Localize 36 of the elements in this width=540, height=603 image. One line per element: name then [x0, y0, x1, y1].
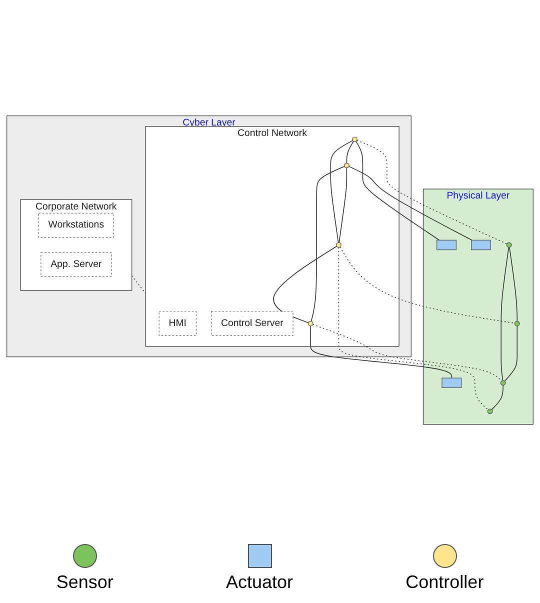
node-circle: [352, 136, 358, 142]
connector: [330, 140, 353, 243]
connector: [338, 246, 489, 410]
connector: [509, 246, 518, 322]
connector: [312, 324, 502, 382]
connector: [310, 326, 452, 378]
connector: [340, 246, 516, 324]
node-circle: [500, 380, 506, 386]
connector: [338, 167, 348, 243]
node-box: App. Server: [40, 252, 112, 277]
connector: [273, 246, 338, 324]
connector: [500, 246, 510, 381]
cluster: Physical Layer: [422, 188, 534, 425]
connector: [356, 140, 508, 244]
node-circle: [487, 408, 493, 414]
connector: [356, 141, 440, 240]
legend-label: Controller: [406, 572, 484, 593]
connector: [504, 326, 518, 382]
node-box: [442, 378, 462, 388]
connector: [348, 166, 472, 240]
connector: [346, 141, 354, 164]
connector: [310, 166, 345, 322]
legend-label: Sensor: [56, 572, 114, 593]
node-box: [471, 240, 491, 250]
node-circle: [308, 320, 314, 326]
node-circle: [506, 242, 512, 248]
node-box: [436, 240, 456, 250]
connector: [491, 384, 504, 410]
legend-label: Actuator: [226, 572, 294, 593]
node-circle: [514, 320, 520, 326]
node-circle: [336, 242, 342, 248]
node-box: HMI: [158, 311, 196, 336]
node-box: Control Server: [210, 311, 294, 336]
connector: [131, 275, 146, 294]
node-circle: [344, 162, 350, 168]
node-box: Workstations: [38, 212, 114, 238]
